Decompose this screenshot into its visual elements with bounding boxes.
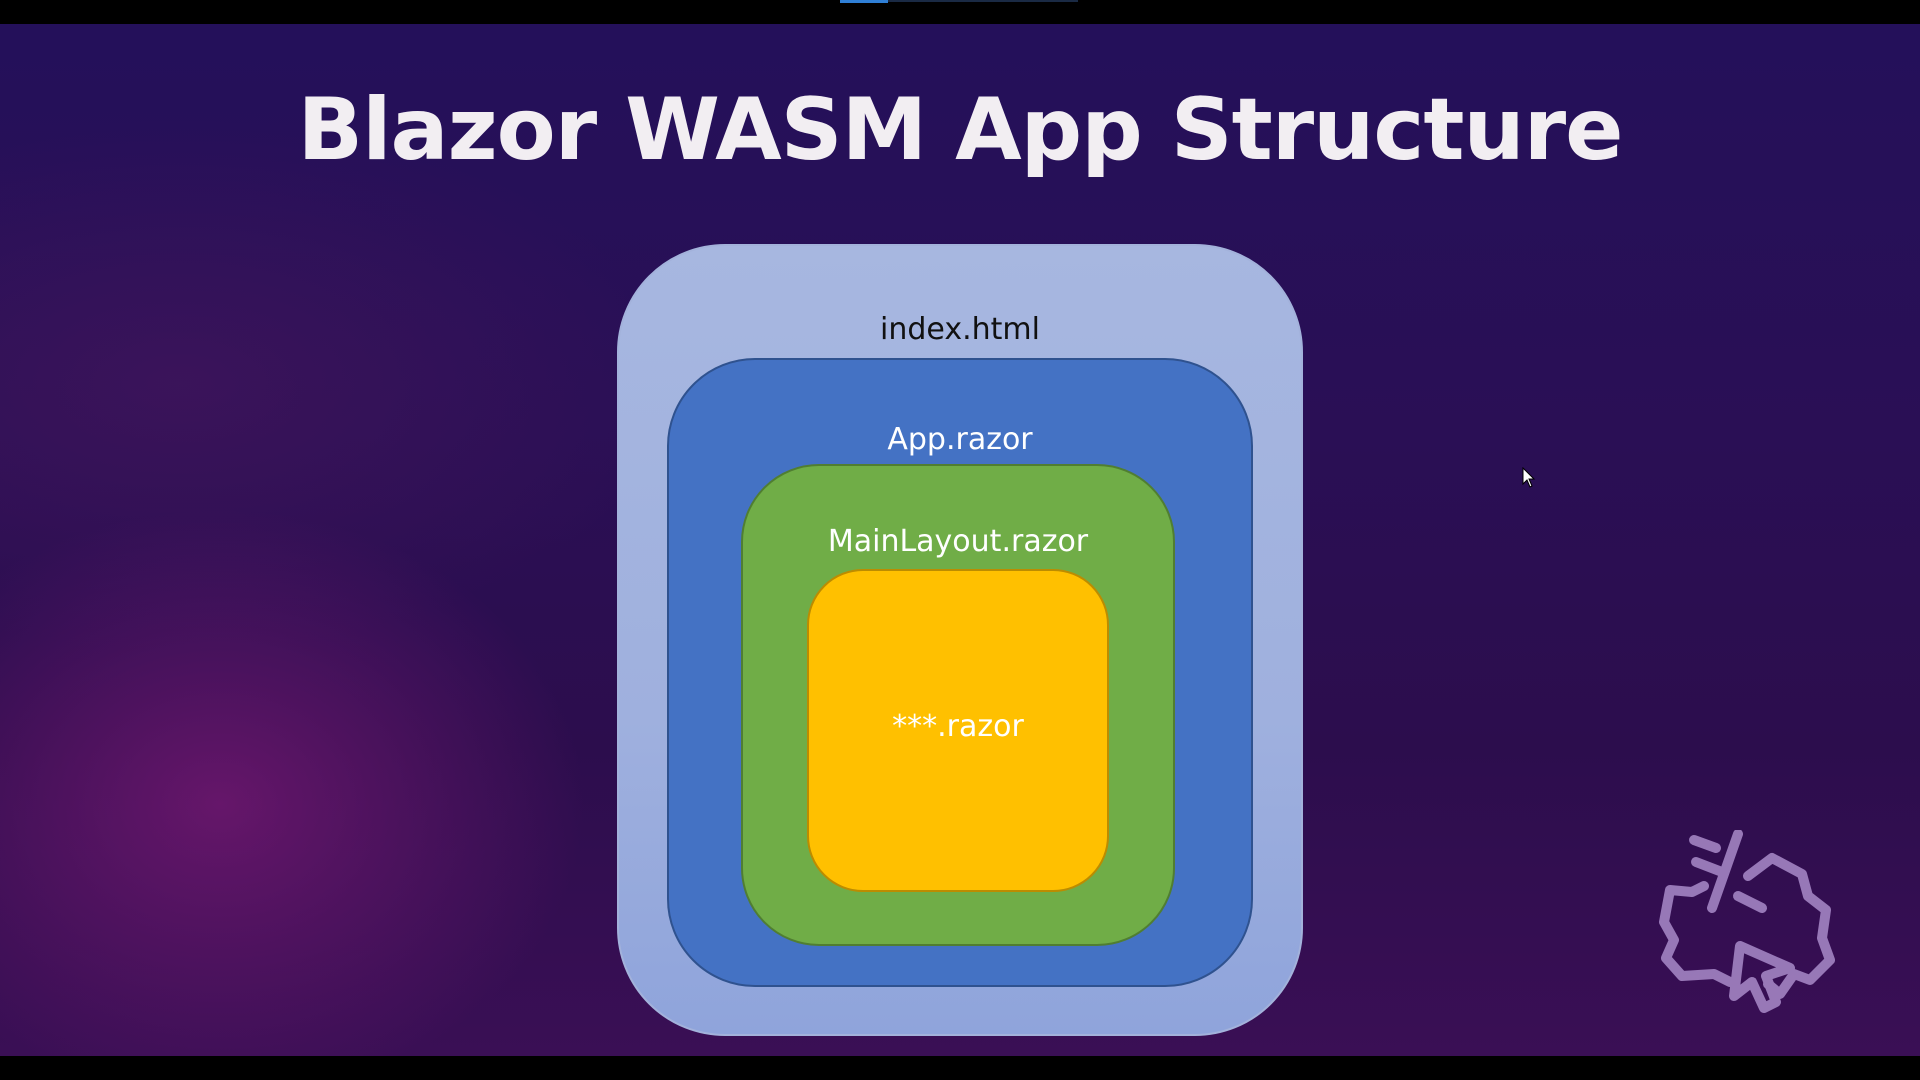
layer-label-app-razor: App.razor [887,422,1033,457]
mouse-pointer-icon [1522,467,1536,488]
slide-title: Blazor WASM App Structure [297,80,1624,180]
layer-label-mainlayout-razor: MainLayout.razor [827,524,1089,559]
layer-label-index-html: index.html [880,312,1040,347]
broken-cursor-logo-icon [1659,830,1835,1013]
bottom-letterbox-bar [0,1056,1920,1080]
layer-label-page-razor: ***.razor [892,709,1024,744]
top-letterbox-bar [0,0,1920,24]
layer-page-razor: ***.razor [807,569,1109,892]
progress-track [888,0,1078,2]
progress-indicator [840,0,888,3]
